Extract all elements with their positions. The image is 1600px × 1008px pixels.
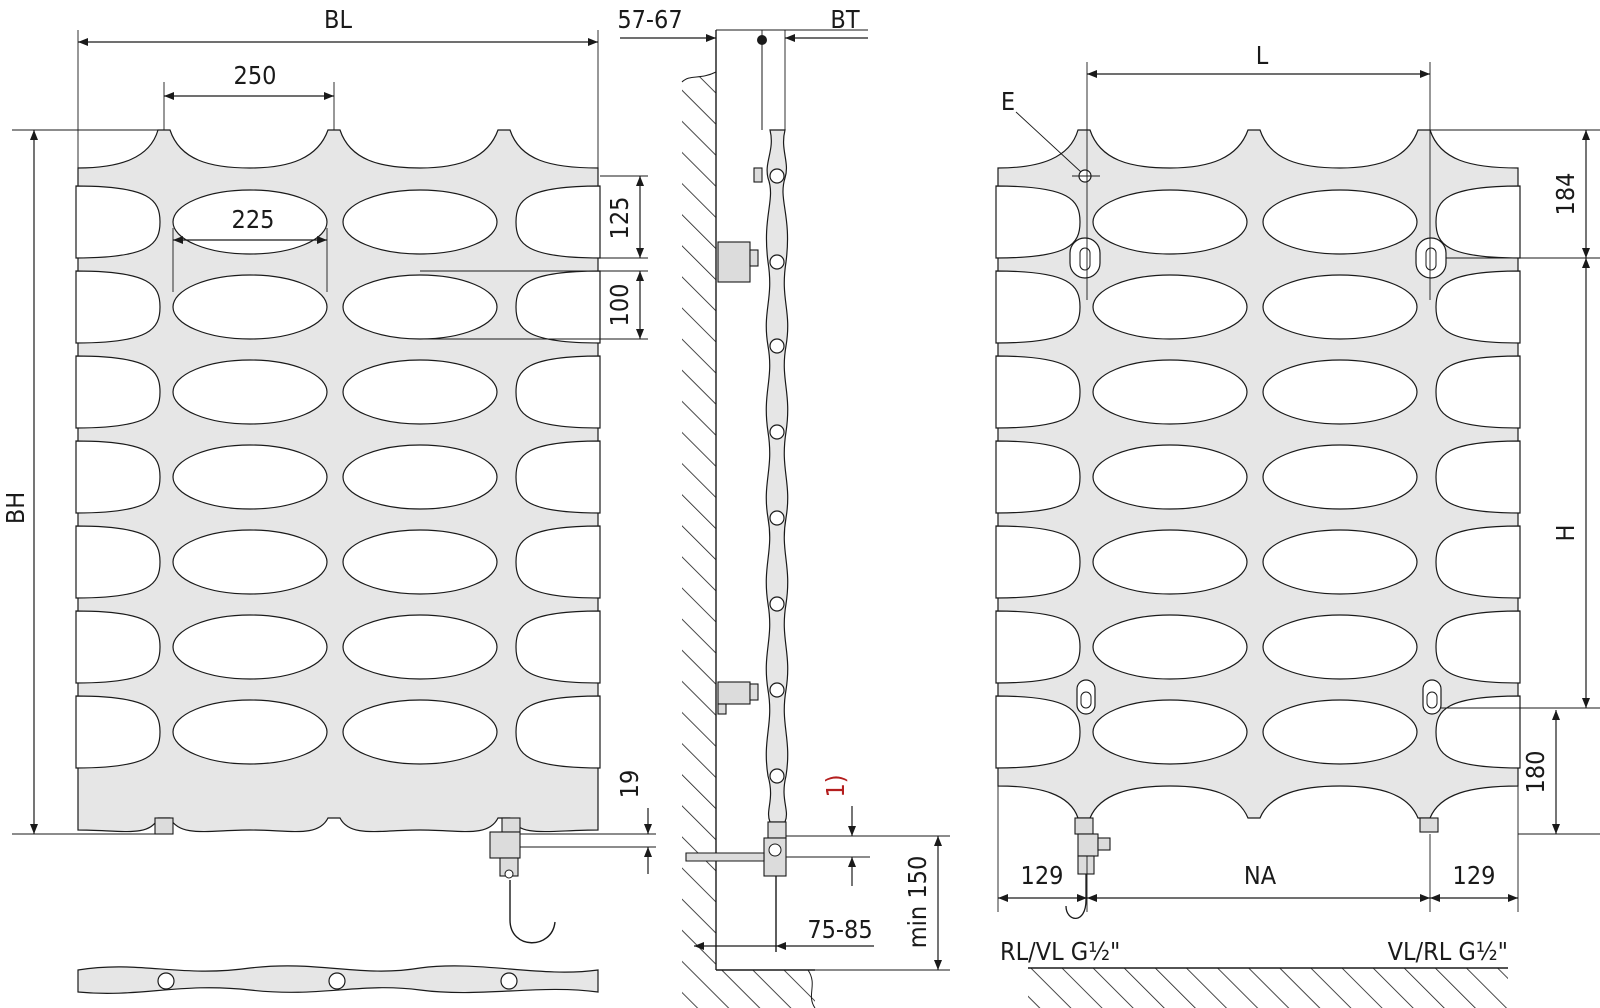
label-l: L bbox=[1256, 41, 1269, 70]
rear-view: L E 184 H 180 bbox=[995, 41, 1600, 1008]
dim-min-150: min 150 bbox=[815, 835, 950, 971]
dim-footnote: 1) bbox=[786, 774, 870, 886]
label-184: 184 bbox=[1551, 173, 1580, 216]
label-min-150: min 150 bbox=[903, 856, 932, 948]
label-180: 180 bbox=[1521, 751, 1550, 794]
label-valve-19: 19 bbox=[615, 770, 644, 799]
label-valve-projection: 75-85 bbox=[807, 915, 872, 944]
label-bt: BT bbox=[830, 5, 859, 34]
label-129-right: 129 bbox=[1453, 861, 1496, 890]
dim-225: 225 bbox=[172, 205, 328, 292]
dim-bt: BT bbox=[784, 5, 868, 130]
side-profile bbox=[757, 35, 789, 823]
rear-brackets bbox=[1069, 169, 1447, 715]
label-connection-left: RL/VL G½" bbox=[1000, 937, 1120, 966]
side-wall-hatch bbox=[681, 30, 717, 1008]
label-wall-gap: 57-67 bbox=[617, 5, 682, 34]
label-pitch-250: 250 bbox=[234, 61, 277, 90]
dim-e: E bbox=[1001, 87, 1082, 173]
dim-184: 184 bbox=[1430, 129, 1600, 259]
label-h: H bbox=[1551, 525, 1580, 542]
side-view: 57-67 BT 1) min 150 75-85 bbox=[617, 5, 950, 1008]
label-pitch-125: 125 bbox=[605, 197, 634, 240]
front-profile-rail bbox=[77, 965, 599, 994]
dim-100: 100 bbox=[420, 270, 648, 340]
label-footnote: 1) bbox=[821, 774, 850, 797]
dim-bh: BH bbox=[1, 129, 160, 835]
label-129-left: 129 bbox=[1021, 861, 1064, 890]
label-oval-225: 225 bbox=[232, 205, 275, 234]
rear-oval-openings bbox=[1092, 189, 1418, 765]
dim-19: 19 bbox=[520, 770, 656, 874]
label-na: NA bbox=[1244, 861, 1277, 890]
rear-radiator-body bbox=[995, 129, 1521, 835]
label-connection-right: VL/RL G½" bbox=[1388, 937, 1508, 966]
side-valve bbox=[685, 821, 787, 952]
dim-75-85: 75-85 bbox=[694, 915, 874, 950]
side-floor-hatch bbox=[716, 969, 816, 1008]
label-oval-100: 100 bbox=[605, 284, 634, 327]
front-view: BL 250 225 BH 125 bbox=[1, 5, 656, 994]
front-valve-assembly bbox=[489, 831, 556, 944]
dim-bl: BL bbox=[77, 5, 599, 168]
dim-bottom-row: 129 NA 129 bbox=[997, 786, 1519, 912]
label-bl: BL bbox=[324, 5, 352, 34]
rear-valve bbox=[1065, 833, 1111, 920]
dim-125: 125 bbox=[600, 175, 648, 259]
front-oval-openings bbox=[172, 189, 498, 765]
dim-180: 180 bbox=[1518, 710, 1600, 835]
dim-l: L bbox=[1086, 41, 1431, 300]
dim-h: H bbox=[1441, 258, 1600, 709]
dim-57-67: 57-67 bbox=[617, 5, 868, 42]
label-bh: BH bbox=[1, 492, 30, 524]
dim-250: 250 bbox=[163, 61, 335, 130]
side-brackets bbox=[717, 167, 763, 715]
front-radiator-body bbox=[75, 129, 601, 835]
label-e: E bbox=[1001, 87, 1015, 116]
rear-floor-hatch bbox=[1028, 967, 1508, 1008]
